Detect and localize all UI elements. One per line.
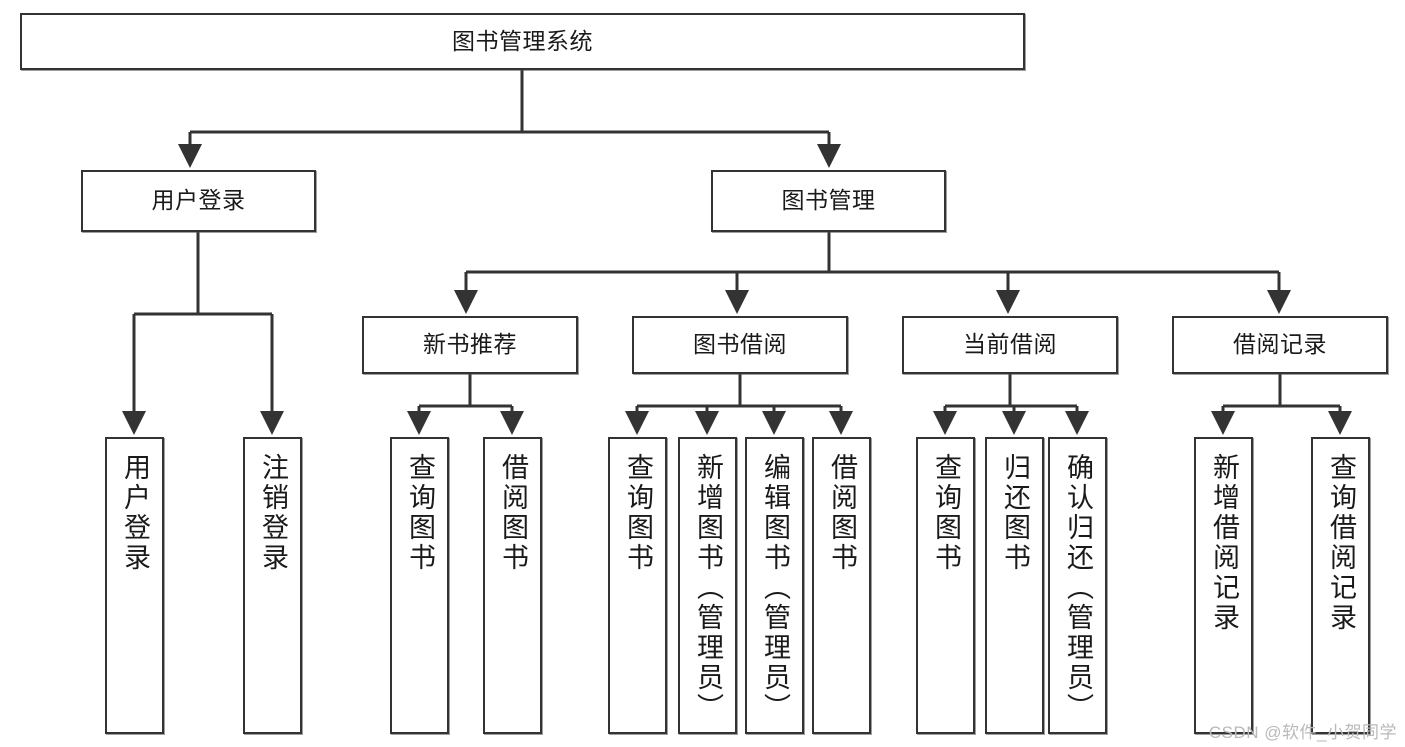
- node-leaf-return-book-label: 归还图书: [1000, 453, 1030, 573]
- node-leaf-query-book-1[interactable]: 查询图书: [390, 437, 449, 734]
- node-leaf-edit-book[interactable]: 编辑图书（管理员）: [745, 437, 804, 734]
- node-book-management[interactable]: 图书管理: [711, 170, 946, 232]
- node-book-borrow[interactable]: 图书借阅: [632, 316, 848, 374]
- node-book-borrow-label: 图书借阅: [693, 331, 787, 358]
- node-leaf-edit-book-label: 编辑图书（管理员）: [760, 453, 790, 723]
- node-user-login[interactable]: 用户登录: [81, 170, 316, 232]
- node-current-borrow-label: 当前借阅: [963, 331, 1057, 358]
- node-leaf-logout-login-label: 注销登录: [258, 453, 288, 573]
- node-new-book-recommend-label: 新书推荐: [423, 331, 517, 358]
- node-leaf-query-book-1-label: 查询图书: [405, 453, 435, 573]
- node-leaf-add-book[interactable]: 新增图书（管理员）: [678, 437, 737, 734]
- node-leaf-user-login-label: 用户登录: [120, 453, 150, 573]
- node-borrow-record[interactable]: 借阅记录: [1172, 316, 1388, 374]
- node-leaf-add-record[interactable]: 新增借阅记录: [1194, 437, 1253, 734]
- node-leaf-query-record-label: 查询借阅记录: [1326, 453, 1356, 633]
- node-root[interactable]: 图书管理系统: [20, 13, 1025, 70]
- node-leaf-return-book[interactable]: 归还图书: [985, 437, 1044, 734]
- node-borrow-record-label: 借阅记录: [1233, 331, 1327, 358]
- node-leaf-query-book-3[interactable]: 查询图书: [916, 437, 975, 734]
- node-root-label: 图书管理系统: [452, 27, 593, 54]
- watermark: CSDN @软件_小贺同学: [1208, 723, 1397, 742]
- node-current-borrow[interactable]: 当前借阅: [902, 316, 1118, 374]
- node-book-management-label: 图书管理: [781, 187, 876, 214]
- node-leaf-confirm-return-label: 确认归还（管理员）: [1063, 453, 1093, 723]
- node-leaf-borrow-book-2[interactable]: 借阅图书: [812, 437, 871, 734]
- node-leaf-query-book-2-label: 查询图书: [623, 453, 653, 573]
- node-leaf-add-book-label: 新增图书（管理员）: [693, 453, 723, 723]
- node-new-book-recommend[interactable]: 新书推荐: [362, 316, 578, 374]
- node-leaf-query-record[interactable]: 查询借阅记录: [1311, 437, 1370, 734]
- node-leaf-borrow-book-1-label: 借阅图书: [498, 453, 528, 573]
- node-leaf-query-book-3-label: 查询图书: [931, 453, 961, 573]
- node-leaf-confirm-return[interactable]: 确认归还（管理员）: [1048, 437, 1107, 734]
- node-leaf-borrow-book-2-label: 借阅图书: [827, 453, 857, 573]
- node-leaf-query-book-2[interactable]: 查询图书: [608, 437, 667, 734]
- node-user-login-label: 用户登录: [151, 187, 246, 214]
- node-leaf-add-record-label: 新增借阅记录: [1209, 453, 1239, 633]
- node-leaf-borrow-book-1[interactable]: 借阅图书: [483, 437, 542, 734]
- node-leaf-logout-login[interactable]: 注销登录: [243, 437, 302, 734]
- node-leaf-user-login[interactable]: 用户登录: [105, 437, 164, 734]
